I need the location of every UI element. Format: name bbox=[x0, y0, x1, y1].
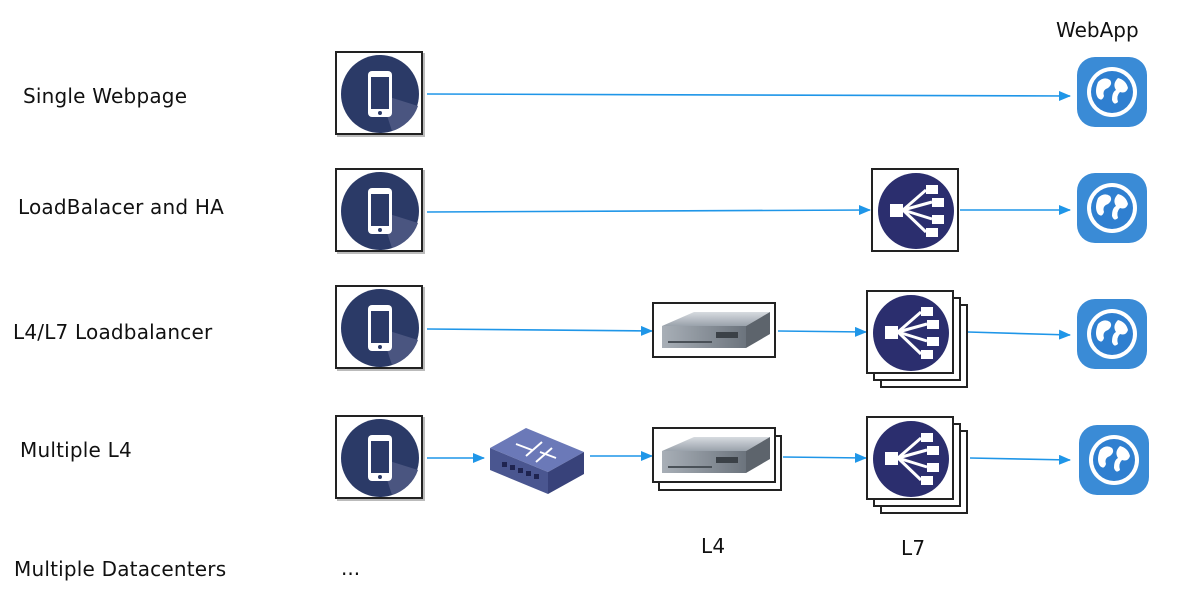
arrow-lb-to-webapp-row3 bbox=[967, 329, 1071, 340]
l7-label: L7 bbox=[901, 536, 926, 560]
load-balancer-row2 bbox=[871, 168, 959, 252]
server-icon bbox=[662, 312, 770, 348]
l4-label: L4 bbox=[701, 534, 726, 558]
globe-icon bbox=[1079, 425, 1149, 495]
row-label-l4-l7-loadbalancer: L4/L7 Loadbalancer bbox=[13, 320, 213, 344]
arrow-phone-to-webapp-row1 bbox=[426, 90, 1071, 101]
l4-server-row3 bbox=[652, 302, 776, 358]
ellipsis-text: ... bbox=[341, 556, 361, 580]
l4-server-stack-front bbox=[652, 427, 776, 483]
load-balancer-icon bbox=[873, 295, 949, 371]
client-phone-row4 bbox=[335, 415, 423, 499]
network-switch-icon bbox=[490, 428, 584, 494]
load-balancer-stack-front bbox=[866, 290, 954, 374]
load-balancer-icon bbox=[878, 173, 954, 249]
load-balancer-stack-front bbox=[866, 416, 954, 500]
phone-icon bbox=[341, 419, 419, 497]
row-label-single-webpage: Single Webpage bbox=[23, 84, 188, 108]
load-balancer-icon bbox=[873, 421, 949, 497]
globe-icon bbox=[1077, 173, 1147, 243]
arrow-phone-to-lb-row2 bbox=[426, 205, 871, 216]
arrow-server-to-lb-row3 bbox=[777, 326, 867, 337]
arrow-phone-to-server-row3 bbox=[426, 325, 653, 336]
client-phone-row2 bbox=[335, 168, 423, 252]
client-phone-row1 bbox=[335, 51, 423, 135]
globe-icon bbox=[1077, 299, 1147, 369]
phone-icon bbox=[341, 55, 419, 133]
phone-icon bbox=[341, 289, 419, 367]
webapp-header: WebApp bbox=[1056, 18, 1139, 42]
client-phone-row3 bbox=[335, 285, 423, 369]
globe-icon bbox=[1077, 57, 1147, 127]
arrow-server-to-lb-row4 bbox=[782, 452, 867, 463]
server-icon bbox=[662, 437, 770, 473]
phone-icon bbox=[341, 172, 419, 250]
row-label-loadbalancer-ha: LoadBalacer and HA bbox=[18, 195, 224, 219]
row-label-multiple-l4: Multiple L4 bbox=[20, 438, 132, 462]
row-label-multiple-datacenters: Multiple Datacenters bbox=[14, 557, 227, 581]
arrow-lb-to-webapp-row4 bbox=[969, 454, 1071, 465]
